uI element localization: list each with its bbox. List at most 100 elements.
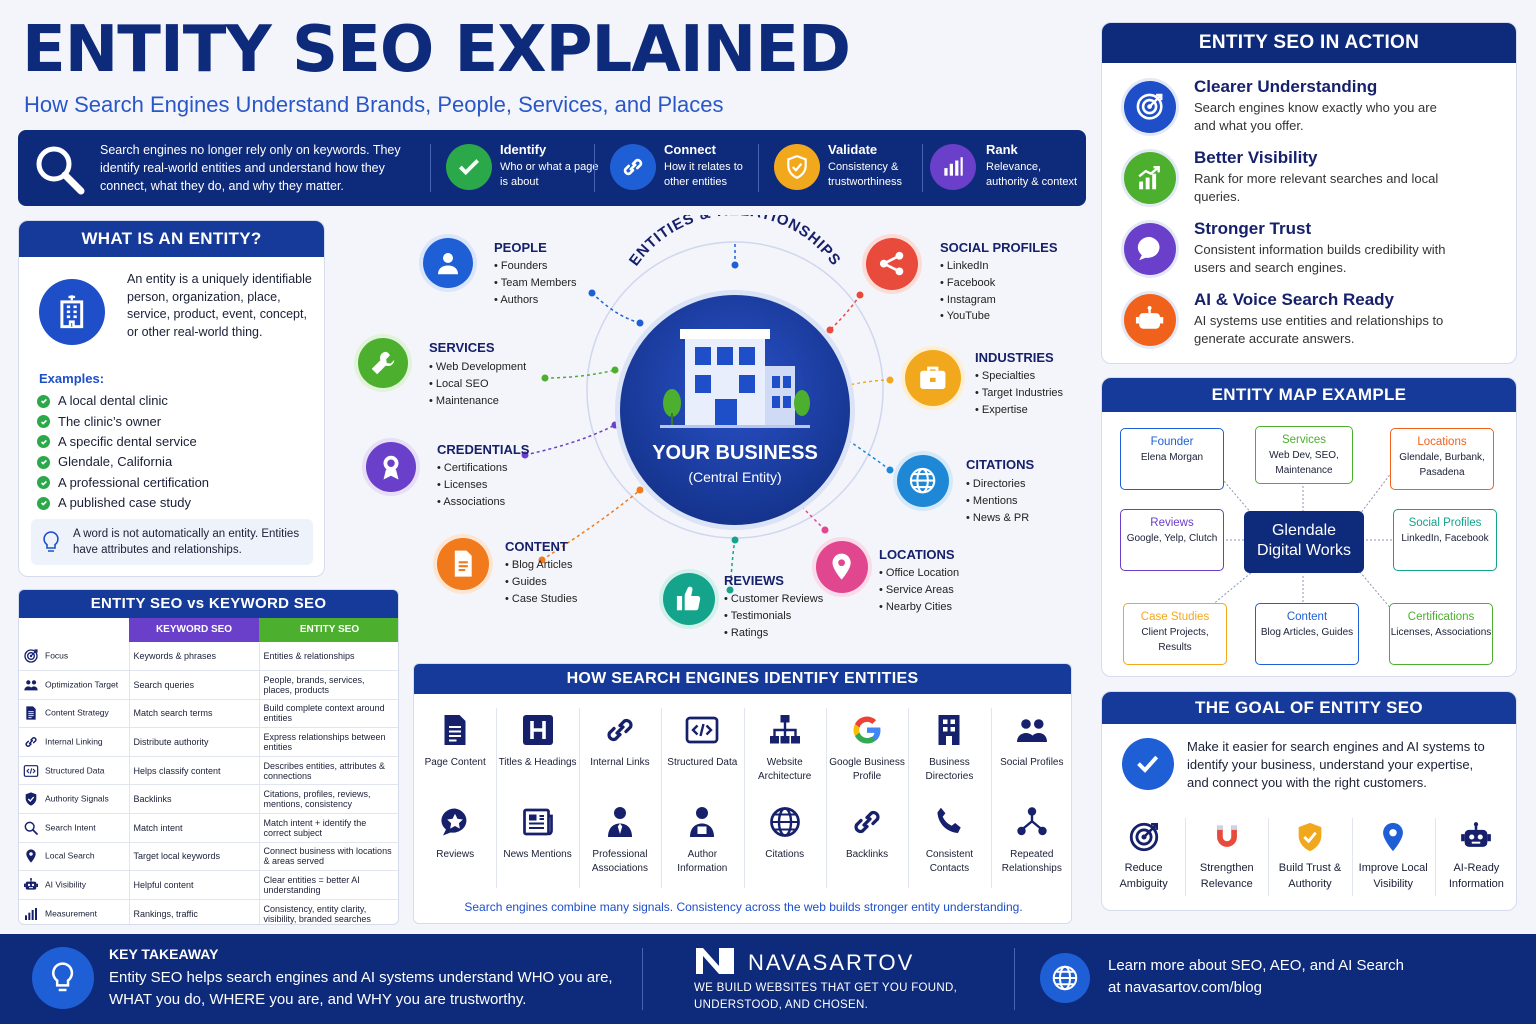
row-label: Local Search bbox=[19, 842, 129, 872]
what-is-entity-panel: WHAT IS AN ENTITY? An entity is a unique… bbox=[18, 220, 325, 577]
goal-panel: THE GOAL OF ENTITY SEO Make it easier fo… bbox=[1101, 691, 1517, 911]
keyword-cell: Backlinks bbox=[128, 784, 259, 815]
lightbulb-icon bbox=[32, 947, 94, 1009]
list-item: A specific dental service bbox=[37, 432, 209, 452]
target-icon bbox=[24, 649, 38, 663]
goal-item: Reduce Ambiguity bbox=[1102, 820, 1185, 892]
node-credentials-list: CertificationsLicensesAssociations bbox=[437, 460, 507, 510]
comparison-heading: ENTITY SEO vs KEYWORD SEO bbox=[19, 590, 398, 618]
check-icon bbox=[37, 394, 50, 408]
shield-icon bbox=[774, 144, 820, 190]
entity-map-heading: ENTITY MAP EXAMPLE bbox=[1102, 378, 1516, 412]
document-icon bbox=[444, 715, 466, 745]
robot-icon bbox=[24, 878, 38, 890]
target-icon bbox=[1129, 822, 1158, 852]
what-is-entity-heading: WHAT IS AN ENTITY? bbox=[19, 221, 324, 257]
keyword-cell: Match intent bbox=[128, 813, 259, 843]
node-social-list: LinkedInFacebookInstagramYouTube bbox=[940, 258, 996, 325]
brand-name: NAVASARTOV bbox=[748, 950, 915, 975]
node-services-list: Web DevelopmentLocal SEOMaintenance bbox=[429, 359, 526, 409]
node-credentials-title: CREDENTIALS bbox=[437, 442, 530, 457]
keyword-cell: Keywords & phrases bbox=[128, 642, 259, 672]
entity-cell: Entities & relationships bbox=[258, 642, 398, 672]
people-icon bbox=[24, 680, 38, 691]
network-icon bbox=[1017, 807, 1047, 836]
row-label: Focus bbox=[19, 642, 129, 672]
magnet-icon bbox=[1216, 825, 1237, 847]
page-title: ENTITY SEO EXPLAINED bbox=[22, 13, 851, 87]
robot-icon bbox=[1136, 306, 1164, 330]
action-icon bbox=[1124, 223, 1176, 275]
keyword-cell: Match search terms bbox=[128, 699, 259, 729]
identify-signal: Google Business Profile bbox=[828, 712, 906, 784]
goal-item: Improve Local Visibility bbox=[1352, 820, 1435, 892]
person-icon bbox=[423, 238, 473, 288]
node-reviews-title: REVIEWS bbox=[724, 573, 784, 588]
row-label: Content Strategy bbox=[19, 699, 129, 729]
intro-bar: Search engines no longer rely only on ke… bbox=[18, 130, 1086, 206]
action-icon bbox=[1124, 294, 1176, 346]
list-item: A local dental clinic bbox=[37, 391, 209, 411]
globe-icon bbox=[769, 807, 800, 837]
central-entity-title: YOUR BUSINESS bbox=[652, 442, 818, 464]
identify-signal: Consistent Contacts bbox=[910, 804, 988, 876]
google-icon bbox=[853, 716, 881, 744]
entity-cell: Connect business with locations & areas … bbox=[258, 842, 398, 872]
table-row: Focus Keywords & phrases Entities & rela… bbox=[19, 642, 398, 672]
share-icon bbox=[866, 238, 918, 290]
bar-chart-icon bbox=[25, 907, 37, 920]
node-locations-list: Office LocationService AreasNearby Citie… bbox=[879, 565, 959, 615]
keyword-column-header: KEYWORD SEO bbox=[129, 618, 259, 642]
identify-signal: Structured Data bbox=[663, 712, 741, 770]
heading-icon bbox=[522, 715, 553, 745]
growth-chart-icon bbox=[1138, 166, 1161, 190]
newspaper-icon bbox=[522, 808, 553, 836]
building-icon bbox=[938, 715, 960, 745]
identify-signal: Author Information bbox=[663, 804, 741, 876]
wrench-icon bbox=[358, 338, 408, 388]
location-pin-icon bbox=[816, 541, 868, 593]
document-icon bbox=[437, 538, 489, 590]
page-subtitle: How Search Engines Understand Brands, Pe… bbox=[24, 92, 724, 117]
action-panel: ENTITY SEO IN ACTION Clearer Understandi… bbox=[1101, 22, 1517, 364]
bar-chart-icon bbox=[930, 144, 976, 190]
row-label: Measurement bbox=[19, 899, 129, 924]
search-icon bbox=[24, 821, 38, 835]
check-icon bbox=[37, 435, 50, 449]
entity-map-center: Glendale Digital Works bbox=[1244, 511, 1364, 573]
node-content-title: CONTENT bbox=[505, 539, 568, 554]
node-content-list: Blog ArticlesGuidesCase Studies bbox=[505, 557, 577, 607]
identify-signal: Professional Associations bbox=[581, 804, 659, 876]
identify-footer: Search engines combine many signals. Con… bbox=[464, 900, 1023, 914]
identify-signal: Repeated Relationships bbox=[993, 804, 1071, 876]
action-icon bbox=[1124, 81, 1176, 133]
person-tie-icon bbox=[607, 807, 632, 837]
globe-icon bbox=[897, 455, 949, 507]
goal-item: Build Trust & Authority bbox=[1268, 820, 1351, 892]
takeaway-label: KEY TAKEAWAY bbox=[109, 946, 219, 962]
badge-icon bbox=[366, 442, 416, 492]
node-people-list: FoundersTeam MembersAuthors bbox=[494, 258, 576, 308]
list-item: The clinic’s owner bbox=[37, 411, 209, 431]
entity-cell: Express relationships between entities bbox=[258, 727, 398, 757]
identify-signal: Titles & Headings bbox=[498, 712, 577, 770]
central-entity: YOUR BUSINESS (Central Entity) bbox=[615, 290, 855, 530]
entity-cell: Citations, profiles, reviews, mentions, … bbox=[258, 784, 398, 815]
business-building-icon bbox=[660, 329, 810, 428]
code-icon bbox=[685, 716, 719, 744]
learn-more-link[interactable]: Learn more about SEO, AEO, and AI Search… bbox=[1108, 957, 1405, 996]
lightbulb-icon bbox=[43, 531, 59, 552]
goal-item: Strengthen Relevance bbox=[1185, 820, 1268, 892]
keyword-cell: Distribute authority bbox=[128, 727, 259, 757]
briefcase-icon bbox=[905, 350, 961, 406]
table-row: Measurement Rankings, traffic Consistenc… bbox=[19, 899, 398, 924]
people-icon bbox=[1016, 719, 1047, 742]
central-entity-subtitle: (Central Entity) bbox=[688, 469, 782, 485]
location-pin-icon bbox=[26, 849, 36, 864]
